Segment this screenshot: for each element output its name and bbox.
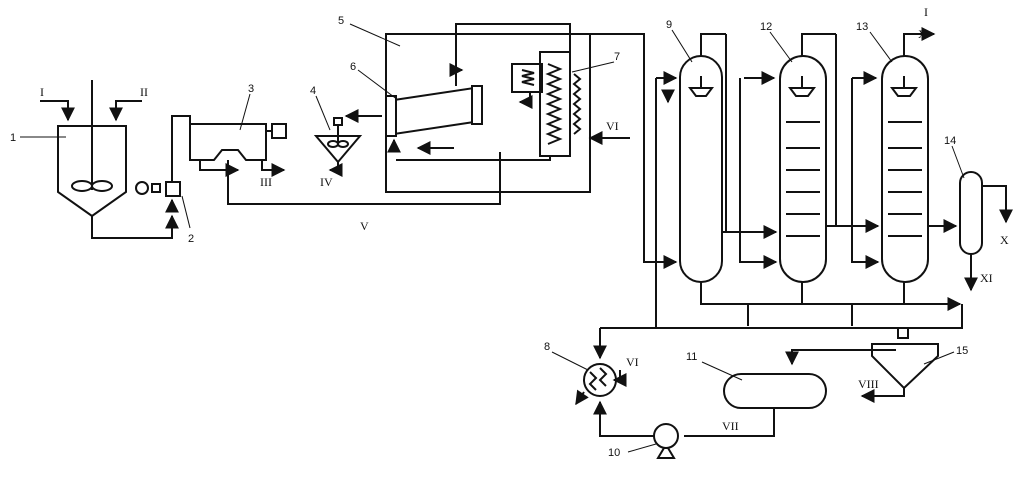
label-2: 2 [188, 233, 194, 245]
stream-label-VIII: VIII [858, 377, 879, 391]
stream-label-II-in: II [140, 85, 148, 99]
leader-6 [357, 69, 399, 101]
stream-label-V: V [360, 219, 369, 233]
label-14: 14 [944, 135, 956, 147]
settler-15 [785, 327, 939, 403]
rotary-drum [385, 23, 571, 161]
stream-label-VI-heater: VI [606, 119, 619, 133]
stream-label-III: III [260, 175, 272, 189]
leader-10 [627, 443, 657, 453]
stream-label-I-in: I [40, 85, 44, 99]
stream-label-VII: VII [722, 419, 739, 433]
label-4: 4 [310, 85, 316, 97]
heater [511, 51, 630, 157]
leader-2 [181, 195, 191, 229]
column-12 [779, 33, 836, 283]
leader-4 [315, 95, 331, 131]
leader-8 [551, 351, 589, 371]
label-13: 13 [856, 21, 868, 33]
label-3: 3 [248, 83, 254, 95]
stream-label-VI-cooler: VI [626, 355, 639, 369]
column-13 [881, 27, 936, 283]
leader-5 [349, 23, 401, 47]
slurry-pump [91, 115, 191, 239]
separator-14 [959, 171, 1013, 292]
label-11: 11 [686, 351, 697, 363]
stream-label-XI: XI [980, 271, 993, 285]
label-10: 10 [608, 447, 620, 459]
label-8: 8 [544, 341, 550, 353]
leader-7 [571, 61, 615, 73]
label-6: 6 [350, 61, 356, 73]
label-7: 7 [614, 51, 620, 63]
stream-label-X-side: X [1000, 233, 1009, 247]
stream-II-inlet [109, 100, 142, 122]
leader-11 [701, 361, 743, 381]
heat-exchanger-8 [575, 363, 627, 406]
stream-I-inlet [40, 100, 75, 122]
label-1: 1 [10, 132, 16, 144]
label-12: 12 [760, 21, 772, 33]
pump-10 [593, 400, 679, 459]
stream-label-IV: IV [320, 175, 333, 189]
tank-11 [684, 373, 827, 437]
equipment-labels: 1 2 3 4 5 6 7 8 9 10 11 12 13 14 15 [10, 15, 968, 459]
column-piping [593, 34, 963, 360]
mixing-tank [57, 80, 127, 218]
settler [313, 109, 382, 177]
leader-15 [923, 351, 955, 365]
leader-12 [769, 31, 793, 63]
label-15: 15 [956, 345, 968, 357]
stream-label-I-top: I [924, 5, 928, 19]
leader-14 [951, 145, 965, 179]
leader-9 [671, 29, 693, 63]
leader-3 [239, 93, 251, 131]
stream-label-X-top: X [918, 27, 927, 41]
stream-labels: I II III IV V VI VI VII VIII I X X XI [40, 5, 1009, 433]
filter [189, 123, 501, 205]
leader-13 [869, 31, 893, 63]
label-5: 5 [338, 15, 344, 27]
column-9 [679, 33, 726, 283]
label-9: 9 [666, 19, 672, 31]
